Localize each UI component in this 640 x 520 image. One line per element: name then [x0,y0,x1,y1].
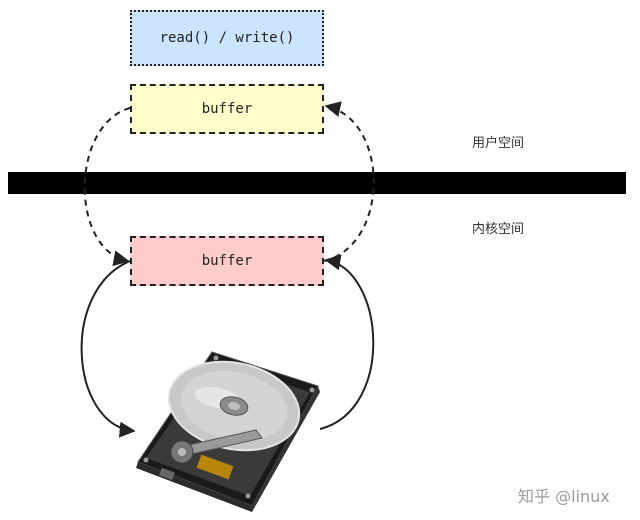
user-buffer-box: buffer [130,84,324,134]
hard-disk-drive-icon [136,351,320,512]
watermark: 知乎 @linux [518,487,610,506]
write-to-disk-arrow [80,260,136,438]
read-write-call-box: read() / write() [130,10,324,66]
read-from-disk-arrow [319,254,375,430]
read-write-label: read() / write() [159,30,295,46]
user-kernel-boundary [8,172,626,194]
kernel-buffer-box: buffer [130,236,324,286]
copy-to-user-arrow [323,101,375,262]
kernel-buffer-label: buffer [201,253,253,269]
copy-to-kernel-arrow [83,107,131,267]
kernel-space-label: 内核空间 [472,222,525,237]
user-buffer-label: buffer [201,101,253,117]
user-space-label: 用户空间 [472,136,525,151]
